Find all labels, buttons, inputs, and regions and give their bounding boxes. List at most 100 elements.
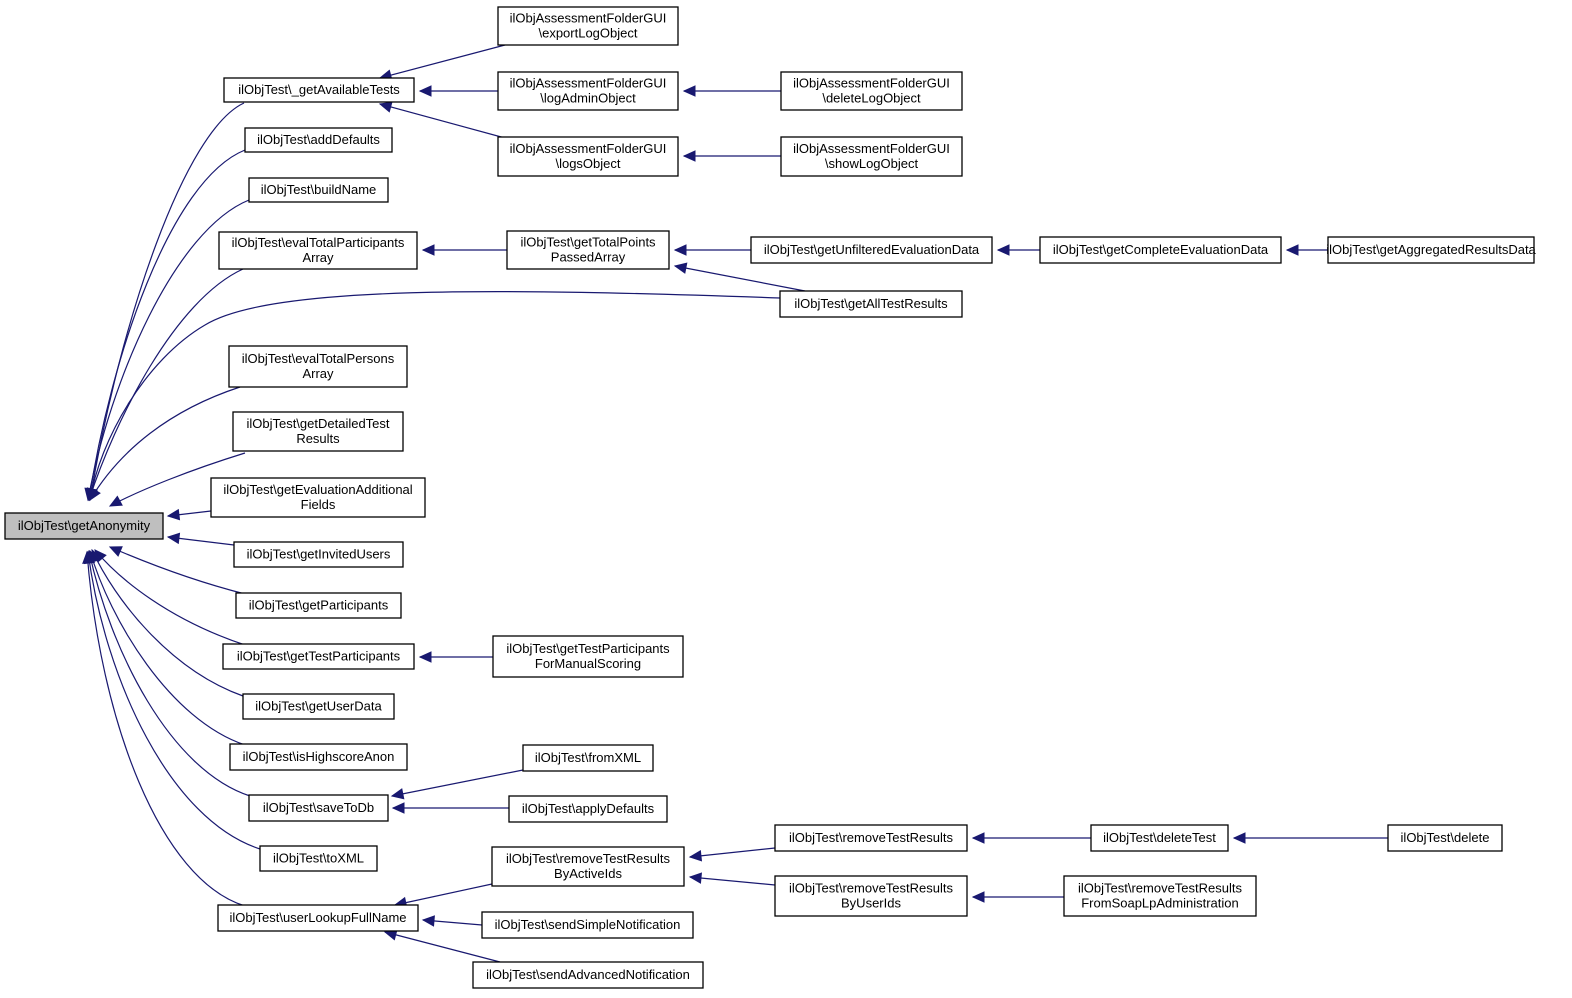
edge-arrowhead	[421, 915, 435, 927]
node-gtp[interactable]: ilObjTest\getTestParticipants	[222, 643, 415, 670]
node-box	[228, 345, 408, 388]
node-label: ilObjTest\getAnonymity	[18, 518, 151, 533]
node-gued[interactable]: ilObjTest\getUnfilteredEvaluationData	[750, 236, 993, 264]
edge-line	[94, 549, 246, 646]
node-box	[779, 290, 963, 318]
node-box	[235, 592, 402, 619]
node-lo[interactable]: ilObjAssessmentFolderGUI\logsObject	[497, 136, 679, 177]
node-gatr[interactable]: ilObjTest\getAllTestResults	[779, 290, 963, 318]
node-box	[210, 477, 426, 518]
node-gard[interactable]: ilObjTest\getAggregatedResultsData	[1326, 236, 1537, 264]
edge-arrowhead	[108, 546, 123, 557]
node-gtpms[interactable]: ilObjTest\getTestParticipantsForManualSc…	[492, 635, 684, 678]
node-box	[508, 795, 668, 823]
node-label: ilObjTest\getAggregatedResultsData	[1326, 242, 1536, 257]
node-box	[780, 136, 963, 177]
node-ad[interactable]: ilObjTest\addDefaults	[244, 127, 393, 153]
edge-arrowhead	[1285, 244, 1299, 256]
node-label: \deleteLogObject	[822, 91, 921, 106]
edge-line	[87, 199, 250, 501]
node-label: ByUserIds	[841, 896, 901, 911]
edge-arrowhead	[108, 495, 123, 507]
node-box	[1327, 236, 1535, 264]
edge-geaf-to-root	[166, 508, 212, 521]
node-bn[interactable]: ilObjTest\buildName	[248, 177, 389, 203]
node-san[interactable]: ilObjTest\sendAdvancedNotification	[472, 961, 704, 989]
node-box	[497, 136, 679, 177]
node-label: ilObjAssessmentFolderGUI	[510, 11, 667, 26]
node-gat[interactable]: ilObjTest\_getAvailableTests	[223, 77, 415, 103]
node-rtrfs[interactable]: ilObjTest\removeTestResultsFromSoapLpAdm…	[1063, 875, 1257, 917]
node-label: Results	[296, 431, 340, 446]
edge-fx-to-std	[390, 769, 524, 800]
node-label: ilObjTest\isHighscoreAnon	[243, 749, 395, 764]
node-label: ilObjAssessmentFolderGUI	[510, 141, 667, 156]
node-label: ilObjTest\getCompleteEvaluationData	[1053, 242, 1269, 257]
node-label: ilObjTest\addDefaults	[257, 132, 380, 147]
node-gud[interactable]: ilObjTest\getUserData	[242, 693, 395, 720]
edge-dt-to-rtr	[971, 832, 1091, 844]
edge-etpa-to-root	[87, 268, 244, 502]
edge-dlo-to-lao	[682, 85, 781, 97]
edge-rtrui-to-rtrai	[688, 872, 776, 886]
edge-etpe-to-root	[89, 386, 241, 502]
node-box	[497, 71, 679, 111]
node-fx[interactable]: ilObjTest\fromXML	[522, 744, 654, 772]
edge-gard-to-gced	[1285, 244, 1328, 256]
node-root[interactable]: ilObjTest\getAnonymity	[4, 512, 164, 540]
node-label: ForManualScoring	[535, 656, 641, 671]
node-iha[interactable]: ilObjTest\isHighscoreAnon	[229, 743, 408, 771]
node-box	[1039, 236, 1282, 264]
node-label: ilObjTest\sendAdvancedNotification	[486, 967, 690, 982]
node-label: ByActiveIds	[554, 866, 622, 881]
node-box	[218, 231, 418, 270]
node-box	[259, 845, 378, 872]
edge-giu-to-root	[166, 532, 235, 546]
node-rtr[interactable]: ilObjTest\removeTestResults	[774, 824, 968, 852]
node-box	[217, 904, 419, 932]
node-tx[interactable]: ilObjTest\toXML	[259, 845, 378, 872]
edge-ad-to-root	[84, 149, 246, 502]
edge-lo-to-gat	[378, 101, 506, 139]
node-ssn[interactable]: ilObjTest\sendSimpleNotification	[481, 911, 694, 939]
node-label: ilObjTest\removeTestResults	[789, 881, 953, 896]
node-apd[interactable]: ilObjTest\applyDefaults	[508, 795, 668, 823]
node-giu[interactable]: ilObjTest\getInvitedUsers	[233, 541, 404, 568]
edge-arrowhead	[418, 651, 432, 663]
node-gp[interactable]: ilObjTest\getParticipants	[235, 592, 402, 619]
node-lao[interactable]: ilObjAssessmentFolderGUI\logAdminObject	[497, 71, 679, 111]
node-elo[interactable]: ilObjAssessmentFolderGUI\exportLogObject	[497, 6, 679, 46]
edge-arrowhead	[82, 550, 94, 564]
node-dlo[interactable]: ilObjAssessmentFolderGUI\deleteLogObject	[780, 71, 963, 111]
node-box	[522, 744, 654, 772]
node-dt[interactable]: ilObjTest\deleteTest	[1090, 824, 1229, 852]
node-label: ilObjTest\saveToDb	[263, 800, 374, 815]
edge-arrowhead	[391, 802, 405, 814]
node-slo[interactable]: ilObjAssessmentFolderGUI\showLogObject	[780, 136, 963, 177]
node-box	[506, 230, 670, 270]
edge-line	[91, 549, 244, 697]
node-del[interactable]: ilObjTest\delete	[1387, 824, 1503, 852]
node-std[interactable]: ilObjTest\saveToDb	[248, 794, 389, 822]
node-gced[interactable]: ilObjTest\getCompleteEvaluationData	[1039, 236, 1282, 264]
edge-ssn-to-ulfn	[421, 915, 483, 927]
node-label: ilObjTest\fromXML	[535, 750, 641, 765]
node-layer: ilObjTest\getAnonymity ilObjTest\_getAvai…	[4, 6, 1537, 989]
node-box	[481, 911, 694, 939]
node-ulfn[interactable]: ilObjTest\userLookupFullName	[217, 904, 419, 932]
edge-del-to-dt	[1232, 832, 1388, 844]
node-box	[497, 6, 679, 46]
node-label: ilObjTest\getUnfilteredEvaluationData	[764, 242, 980, 257]
node-label: ilObjAssessmentFolderGUI	[793, 76, 950, 91]
node-label: \logAdminObject	[540, 91, 636, 106]
edge-line	[88, 268, 244, 501]
edge-line	[394, 883, 493, 906]
edge-arrowhead	[673, 262, 688, 274]
